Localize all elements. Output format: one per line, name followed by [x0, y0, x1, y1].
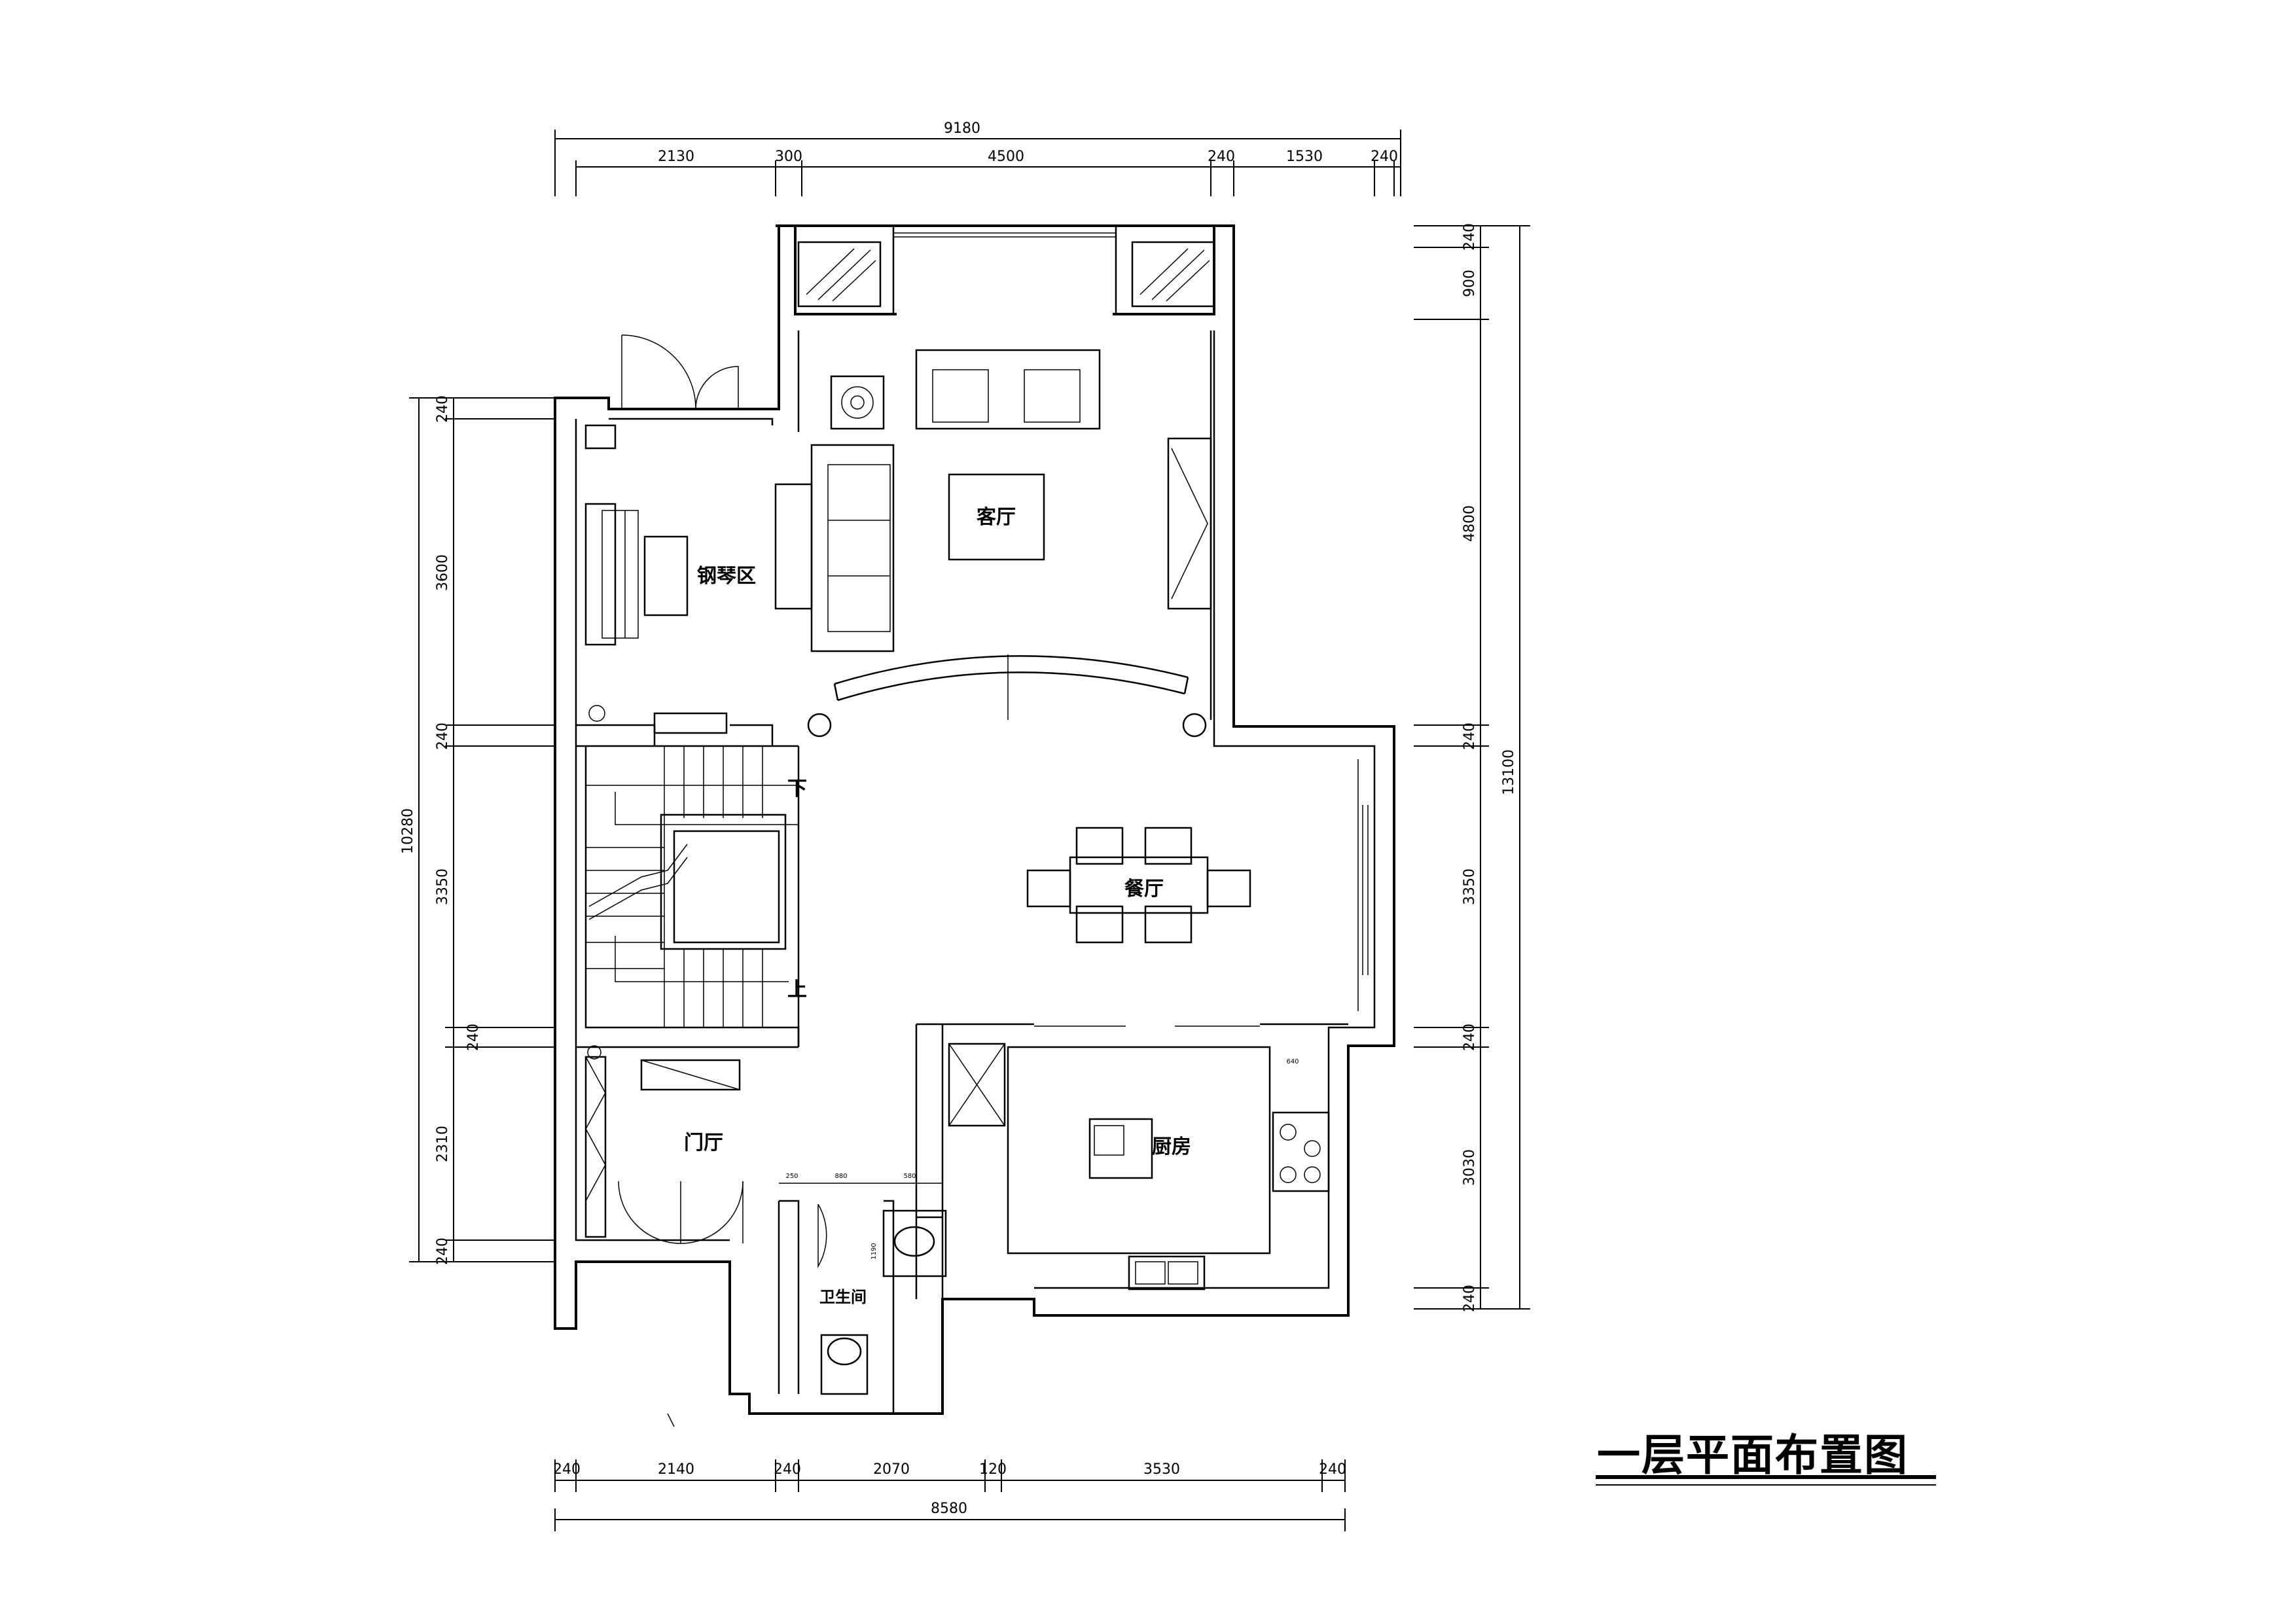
right-dimension-segment: 3350 — [1462, 868, 1478, 905]
bottom-dimension-segment: 3530 — [1143, 1461, 1180, 1478]
right-dimension-segment: 240 — [1462, 223, 1478, 251]
bath-dimension-segment: 580 — [903, 1173, 916, 1180]
left-dimension-segment: 240 — [465, 1024, 482, 1051]
right-dimension-segment: 240 — [1462, 722, 1478, 750]
stair-up-label: 上 — [787, 978, 807, 1001]
left-dimension-segment: 240 — [435, 722, 451, 750]
left-dimension-segment: 240 — [435, 395, 451, 423]
bath-dimension-segment: 250 — [785, 1173, 798, 1180]
bottom-dimension-segment: 120 — [979, 1461, 1007, 1478]
top-dimension-lines — [554, 130, 1401, 196]
exterior-walls — [554, 224, 1395, 1415]
top-dimension-segment: 240 — [1208, 149, 1235, 165]
top-total-dimension: 9180 — [944, 120, 980, 137]
top-dimension-segment: 1530 — [1286, 149, 1323, 165]
drawing-title: 一层平面布置图 — [1597, 1430, 1909, 1480]
bottom-dimension-lines — [554, 1459, 1346, 1531]
right-dimension-segment: 3030 — [1462, 1149, 1478, 1186]
bathroom-label: 卫生间 — [819, 1288, 867, 1306]
top-dimension-segment: 300 — [775, 149, 802, 165]
stair-down-label: 下 — [787, 777, 807, 800]
top-dimension-segment: 2130 — [658, 149, 694, 165]
doors — [618, 334, 1260, 1427]
right-dimension-segment: 900 — [1462, 270, 1478, 297]
left-dimension-segment: 3350 — [435, 868, 451, 905]
left-dimension-segment: 240 — [435, 1238, 451, 1265]
right-dimension-lines — [1414, 225, 1530, 1310]
counter-dimension: 640 — [1286, 1058, 1299, 1065]
bottom-dimension-segment: 240 — [774, 1461, 801, 1478]
left-dimension-lines — [409, 397, 556, 1262]
bath-height-dimension: 1190 — [870, 1243, 878, 1259]
bottom-dimension-segment: 2070 — [873, 1461, 910, 1478]
right-dimension-segment: 4800 — [1462, 505, 1478, 542]
right-dimension-segment: 240 — [1462, 1285, 1478, 1312]
bath-dimension-segment: 880 — [834, 1173, 847, 1180]
furniture — [584, 349, 1369, 1395]
left-dimension-segment: 3600 — [435, 554, 451, 591]
left-total-dimension: 10280 — [400, 808, 416, 854]
top-dimension-segment: 4500 — [988, 149, 1024, 165]
right-total-dimension: 13100 — [1501, 749, 1517, 795]
bottom-dimension-segment: 240 — [1319, 1461, 1346, 1478]
foyer-label: 门厅 — [684, 1132, 723, 1154]
bottom-dimension-segment: 240 — [553, 1461, 581, 1478]
piano-area-label: 钢琴区 — [697, 565, 756, 588]
bottom-dimension-segment: 2140 — [658, 1461, 694, 1478]
living-room-label: 客厅 — [977, 506, 1016, 529]
top-dimension-segment: 240 — [1371, 149, 1398, 165]
right-dimension-segment: 240 — [1462, 1024, 1478, 1051]
title-underline — [1596, 1475, 1936, 1479]
kitchen-label: 厨房 — [1152, 1135, 1191, 1158]
bottom-total-dimension: 8580 — [931, 1501, 967, 1517]
dining-room-label: 餐厅 — [1124, 878, 1164, 901]
left-dimension-segment: 2310 — [435, 1126, 451, 1162]
title-underline-thin — [1596, 1484, 1936, 1486]
